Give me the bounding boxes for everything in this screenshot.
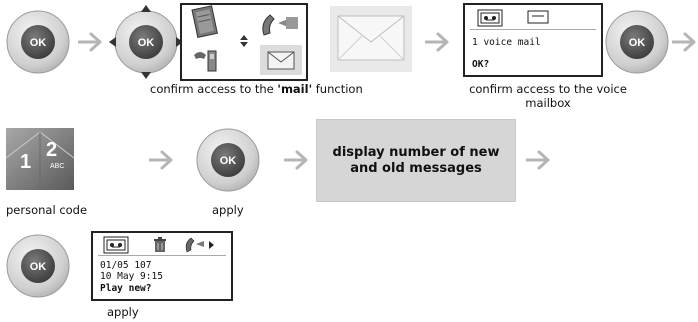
right-arrow-icon (672, 32, 696, 52)
down-arrow-icon (141, 72, 151, 79)
scroll-up-icon (240, 35, 248, 40)
envelope-icon (330, 6, 412, 72)
ok-label: OK (138, 37, 155, 49)
call-forward-icon (262, 14, 298, 36)
ok-button[interactable]: OK (6, 234, 70, 298)
ok-button[interactable]: OK (196, 128, 260, 192)
key-2-letters: ABC (50, 163, 64, 170)
message-timestamp: 10 May 9:15 (100, 271, 163, 282)
key-2: 2 (46, 139, 57, 161)
up-arrow-icon (141, 5, 151, 12)
ok-label: OK (30, 261, 47, 273)
right-nav-arrow-icon (176, 37, 183, 47)
voice-mail-count: 1 voice mail (472, 37, 541, 48)
message-date-count: 01/05 107 (100, 260, 152, 271)
ok-button[interactable]: OK (605, 10, 669, 74)
ok-label: OK (629, 37, 646, 49)
play-new-prompt: Play new? (100, 283, 152, 294)
navigator-button[interactable]: OK (108, 4, 184, 80)
message-icon (527, 10, 549, 24)
voicemail-icon (477, 9, 503, 27)
message-count-box: display number of new and old messages (316, 119, 516, 202)
voicemail-icon (103, 236, 129, 254)
mail-envelope-icon (267, 51, 295, 70)
apply-caption: apply (107, 305, 139, 319)
right-arrow-icon (526, 150, 550, 170)
right-arrow-icon (149, 150, 173, 170)
play-new-screen: 01/05 107 10 May 9:15 Play new? (91, 231, 233, 301)
ok-button[interactable]: OK (6, 10, 70, 74)
callback-icon (185, 237, 214, 253)
personal-code-caption: personal code (6, 203, 88, 217)
scroll-down-icon (240, 42, 248, 47)
keypad-icon: 1 2 ABC (6, 128, 74, 190)
right-arrow-icon (284, 150, 308, 170)
ok-label: OK (220, 155, 237, 167)
menu-screen (180, 3, 308, 81)
ok-prompt: OK? (472, 59, 490, 70)
mail-function-caption: confirm access to the 'mail' function (150, 82, 363, 96)
handset-icon (194, 50, 217, 72)
trash-icon (154, 237, 166, 252)
notebook-icon (191, 5, 218, 38)
ok-label: OK (30, 37, 47, 49)
apply-caption: apply (212, 203, 244, 217)
key-1: 1 (20, 151, 31, 173)
right-arrow-icon (78, 32, 102, 52)
voice-mailbox-caption: confirm access to the voice mailbox (469, 82, 627, 110)
more-arrow-icon (209, 241, 214, 249)
voice-mail-screen: 1 voice mail OK? (463, 3, 603, 77)
right-arrow-icon (425, 32, 449, 52)
left-arrow-icon (109, 37, 116, 47)
